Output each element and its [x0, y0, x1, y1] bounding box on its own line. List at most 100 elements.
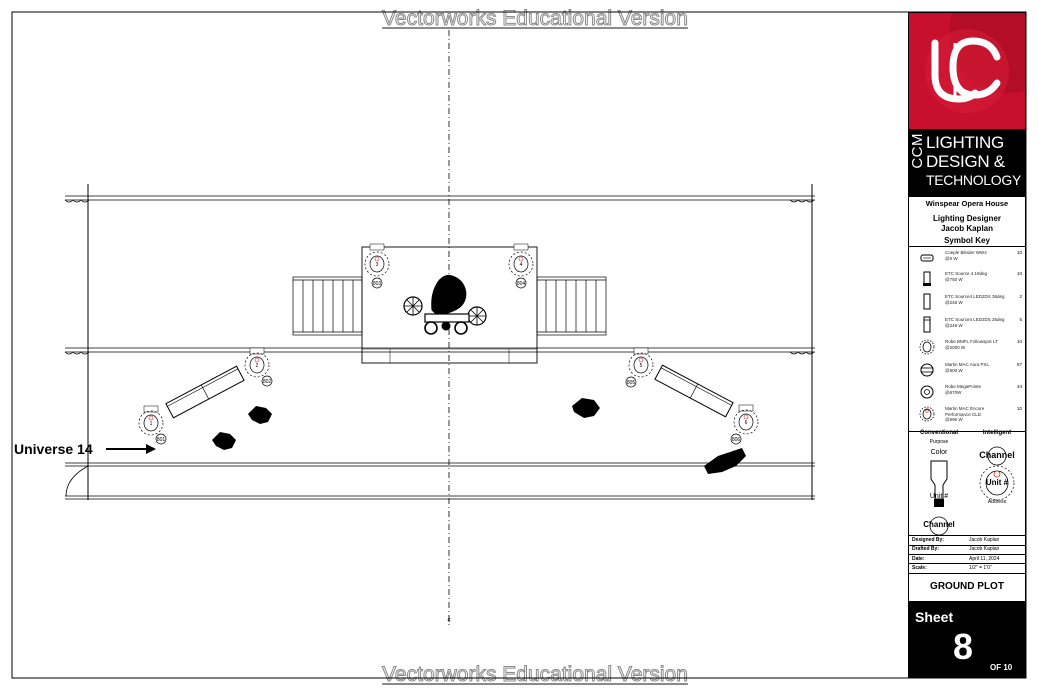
- fixture-unit-1-number: 1: [150, 421, 153, 427]
- drawing-title: GROUND PLOT: [930, 581, 1004, 592]
- legend-intelligent-unit: Unit #: [985, 478, 1009, 487]
- symbol-name: Martin MAC Aura PXL: [945, 362, 990, 367]
- ccm-text: CCM: [909, 133, 926, 169]
- ccm-line-1: LIGHTING: [926, 133, 1004, 152]
- symbol-key-row: Coeple Blinder WW4@0 W 10: [909, 249, 1025, 269]
- symbol-name: Robe BMFL Followspot LT: [945, 339, 998, 344]
- detail-row: Date: April 11, 2024: [909, 555, 1025, 564]
- sheet-total: OF 10: [990, 663, 1013, 672]
- ccm-line-3: TECHNOLOGY: [926, 172, 1022, 188]
- symbol-power: @2000 W: [945, 344, 966, 350]
- blinder-icon: [920, 254, 934, 262]
- symbol-key-row: ETC Source4 LED2DS 26deg@246 W 5: [909, 316, 1025, 336]
- symbol-name: Robe MegaPointe: [945, 384, 982, 389]
- detail-label: Date:: [912, 556, 925, 562]
- fixture-unit-2-channel: 802: [263, 379, 272, 385]
- legend-conventional-unit: Unit #: [929, 493, 949, 500]
- symbol-key-row: Martin MAC Encore Performance CLD@596 W …: [909, 405, 1025, 425]
- ccm-lines: LIGHTING DESIGN & TECHNOLOGY: [926, 133, 1021, 190]
- symbol-count: 67: [1016, 362, 1022, 367]
- sheet-box: Sheet 8 OF 10: [909, 601, 1025, 677]
- uc-logo: [909, 13, 1025, 129]
- legend-conventional-channel: Channel: [923, 520, 955, 529]
- fixture-unit-4: 4 804: [508, 243, 534, 289]
- symbol-count: 10: [1016, 271, 1022, 276]
- divider: [909, 431, 1025, 432]
- fixture-unit-4-channel: 804: [517, 281, 526, 287]
- symbol-count: 5: [1019, 317, 1022, 322]
- divider: [909, 563, 1025, 564]
- divider: [909, 545, 1025, 546]
- upstage-pipe-right-wave: [789, 199, 815, 203]
- symbol-count: 10: [1016, 406, 1022, 411]
- source4-led-26-icon: [923, 316, 931, 333]
- symbol-name: Martin MAC Encore Performance CLD: [945, 406, 985, 417]
- divider: [909, 535, 1025, 536]
- fixture-unit-5-number: 5: [640, 363, 643, 369]
- fixture-unit-1: 1 801: [138, 405, 167, 445]
- legend-intelligent: Intelligent: [982, 430, 1012, 436]
- source4-led-36-icon: [923, 293, 931, 310]
- megapointe-icon: [920, 385, 934, 399]
- symbol-name: ETC Source4 LED2DS 36deg: [945, 294, 1005, 299]
- apron-curve: [65, 465, 89, 497]
- legend-color: Color: [930, 449, 948, 456]
- detail-value: April 11, 2024: [969, 556, 1000, 562]
- symbol-power: @670W: [945, 389, 962, 395]
- symbol-name: Coeple Blinder WW4: [945, 250, 987, 255]
- divider: [909, 554, 1025, 555]
- aura-pxl-icon: [920, 363, 934, 377]
- watermark-bottom: Vectorworks Educational Version: [382, 663, 689, 687]
- universe-arrow-head: [146, 444, 156, 454]
- performer-left-1: [248, 406, 272, 424]
- fixture-unit-3-number: 3: [376, 262, 379, 268]
- divider: [909, 573, 1025, 574]
- symbol-power: @246 W: [945, 322, 963, 328]
- sheet-border: [11, 11, 1027, 679]
- detail-label: Designed By:: [912, 537, 944, 543]
- source4-icon: [923, 271, 931, 286]
- symbol-key-row: Robe MegaPointe@670W 44: [909, 383, 1025, 403]
- fixture-unit-4-number: 4: [520, 262, 523, 268]
- designer-role: Lighting Designer: [933, 214, 1001, 223]
- stairs-right: [536, 276, 607, 336]
- detail-row: Scale:1/2" = 1'0": [909, 564, 1025, 573]
- designer-name: Jacob Kaplan: [940, 224, 993, 233]
- symbol-power: @0 W: [945, 255, 958, 261]
- symbol-count: 10: [1016, 250, 1022, 255]
- detail-value: Jacob Kaplan: [969, 537, 1000, 543]
- legend-conventional: Conventional: [919, 430, 958, 436]
- venue: Winspear Opera House: [925, 199, 1009, 208]
- symbol-count: 44: [1016, 384, 1022, 389]
- sheet-label: Sheet: [915, 609, 954, 625]
- universe-label: Universe 14: [14, 441, 93, 457]
- symbol-name: ETC Source4 LED2DS 26deg: [945, 317, 1005, 322]
- symbol-count: 2: [1019, 294, 1022, 299]
- symbol-key-title: Symbol Key: [944, 236, 990, 245]
- fixture-unit-2: 2 802: [244, 347, 273, 387]
- performer-right-1: [572, 398, 600, 418]
- divider: [909, 246, 1025, 247]
- watermark-top: Vectorworks Educational Version: [382, 7, 689, 31]
- symbol-count: 10: [1016, 339, 1022, 344]
- encore-icon: [919, 406, 935, 422]
- detail-value: Jacob Kaplan: [969, 546, 1000, 552]
- sheet-number: 8: [953, 626, 974, 667]
- fixture-unit-2-number: 2: [256, 363, 259, 369]
- symbol-key-row: ETC Source4 LED2DS 36deg@246 W 2: [909, 293, 1025, 313]
- fixture-unit-1-channel: 801: [157, 437, 166, 443]
- detail-row: Designed By: Jacob Kaplan: [909, 536, 1025, 545]
- followspot-icon: [919, 339, 935, 355]
- fixture-unit-5-channel: 805: [627, 380, 636, 386]
- symbol-power: @596 W: [945, 417, 963, 422]
- performer-left-2: [212, 432, 236, 450]
- ccm-line-2: DESIGN &: [926, 152, 1005, 171]
- detail-value: 1/2" = 1'0": [969, 565, 992, 571]
- intelligent-channel-circle: [987, 446, 1007, 466]
- fixture-legend: Conventional Intelligent Purpose Color U…: [909, 423, 1025, 538]
- drum-kit: [403, 274, 487, 335]
- intelligent-fixture-icon: [979, 465, 1015, 501]
- symbol-power: @500 W: [945, 367, 963, 373]
- symbol-key-row: ETC Source 4 19deg@750 W 10: [909, 270, 1025, 290]
